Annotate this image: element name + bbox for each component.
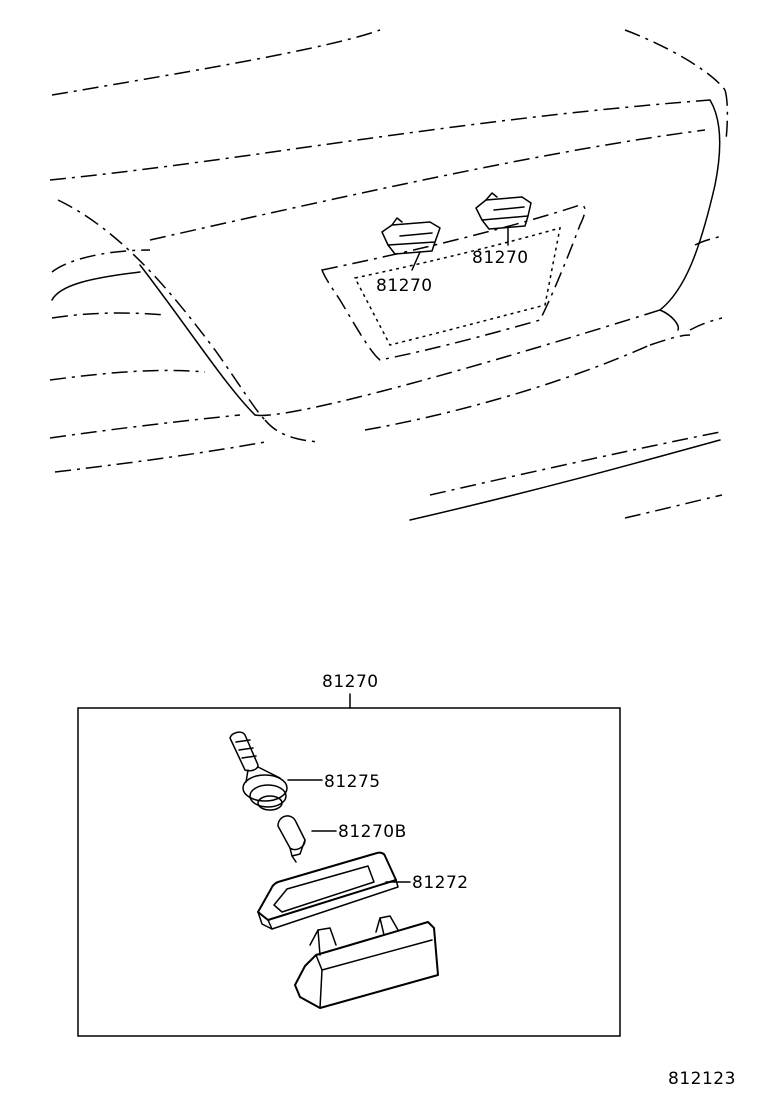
part-label-81272: 81272 <box>412 873 469 893</box>
wedge-bulb-icon <box>277 815 306 863</box>
lens-gasket-icon <box>257 851 399 930</box>
bulb-socket-icon <box>229 731 288 811</box>
lamp-housing-icon <box>294 915 439 1009</box>
figure-code: 812123 <box>668 1069 736 1089</box>
part-label-81275: 81275 <box>324 772 381 792</box>
vehicle-rear-view <box>49 29 729 521</box>
callout-lamp-right: 81270 <box>472 248 529 268</box>
part-label-81270B: 81270B <box>338 822 407 842</box>
assembly-frame <box>77 707 621 1037</box>
license-lamp-left-icon <box>381 217 441 271</box>
callout-lamp-left: 81270 <box>376 276 433 296</box>
license-lamp-right-icon <box>475 192 532 246</box>
assembly-title-part-no: 81270 <box>322 672 379 692</box>
